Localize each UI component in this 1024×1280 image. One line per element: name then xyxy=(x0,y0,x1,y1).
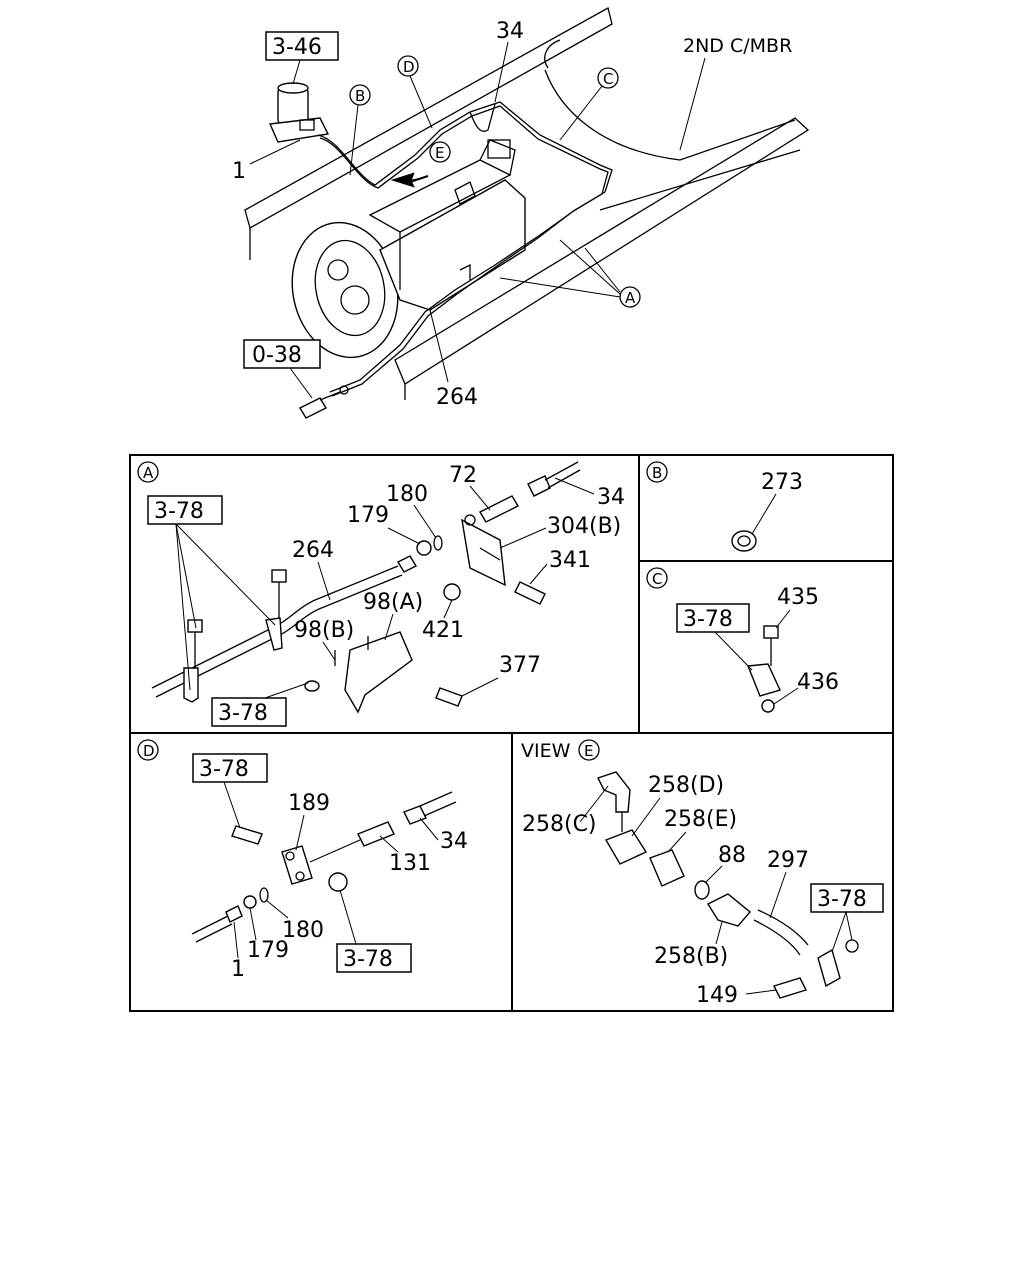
callout-e: E xyxy=(429,141,451,163)
panel-c-ref-box xyxy=(676,603,750,633)
panel-c-part-435: 435 xyxy=(777,585,819,610)
ref-box-3-46 xyxy=(265,31,339,61)
panel-e-part-258b: 258(B) xyxy=(654,944,728,969)
panel-d-ref-box-1 xyxy=(192,753,268,783)
panel-b-part-273: 273 xyxy=(761,470,803,495)
callout-d: D xyxy=(397,55,433,129)
panel-d-ref-1: 3-78 xyxy=(199,757,249,782)
panel-d-part-189: 189 xyxy=(288,791,330,816)
overview-illustration: 2ND C/MBR 3-46 xyxy=(232,7,810,419)
svg-text:C: C xyxy=(603,70,613,88)
panel-a-ref-1: 3-78 xyxy=(154,499,204,524)
panel-e-ref-box xyxy=(810,883,884,913)
panel-d-part-180: 180 xyxy=(282,918,324,943)
panel-d-part-131: 131 xyxy=(389,851,431,876)
ref-0-38-label: 0-38 xyxy=(252,343,302,368)
cross-member-label: 2ND C/MBR xyxy=(683,35,792,57)
panel-a-part-304b: 304(B) xyxy=(547,514,621,539)
cross-member-leader xyxy=(679,57,706,151)
svg-text:B: B xyxy=(355,87,365,105)
overview-part-1: 1 xyxy=(232,159,246,184)
panel-d-ref-2: 3-78 xyxy=(343,947,393,972)
overview-part-264: 264 xyxy=(436,385,478,410)
panel-a-part-98b: 98(B) xyxy=(294,618,354,643)
callout-b: B xyxy=(349,84,371,176)
overview-part-34: 34 xyxy=(496,19,524,44)
panel-c-part-436: 436 xyxy=(797,670,839,695)
clip-bolt-2 xyxy=(271,569,287,618)
panel-e: VIEW E 3-78 258(D) 258(C) 258(E) 88 297 xyxy=(521,739,884,1008)
panel-a-part-421: 421 xyxy=(422,618,464,643)
panel-a-part-180: 180 xyxy=(386,482,428,507)
panel-a-part-341: 341 xyxy=(549,548,591,573)
panel-e-view-label: VIEW xyxy=(521,740,571,762)
panel-d: D 3-78 3-78 189 34 131 180 179 xyxy=(137,739,468,982)
panel-a-marker: A xyxy=(143,464,154,482)
panel-e-part-297: 297 xyxy=(767,848,809,873)
panel-b: B 273 xyxy=(646,461,803,552)
front-direction-arrow xyxy=(390,172,429,188)
panel-a-part-179: 179 xyxy=(347,503,389,528)
panel-a-part-72: 72 xyxy=(449,463,477,488)
panel-a: A xyxy=(137,461,625,727)
clamp xyxy=(747,625,781,713)
panel-a-ref-2: 3-78 xyxy=(218,701,268,726)
panel-e-part-258e: 258(E) xyxy=(664,807,737,832)
detail-panel-frames xyxy=(129,454,894,1012)
panel-d-marker: D xyxy=(143,742,155,760)
air-pipe-lines xyxy=(317,101,613,397)
callout-c: C xyxy=(559,67,619,141)
panel-c-marker: C xyxy=(652,570,662,588)
switch-connector xyxy=(299,385,349,419)
grommet xyxy=(731,530,757,552)
panel-a-part-264: 264 xyxy=(292,538,334,563)
panel-d-ref-box-2 xyxy=(336,943,412,973)
transmission-housing xyxy=(291,139,526,359)
ref-box-0-38 xyxy=(243,339,321,369)
clip-bolt-1 xyxy=(187,619,203,668)
panel-e-part-88: 88 xyxy=(718,843,746,868)
callout-a: A xyxy=(499,239,641,308)
air-dryer xyxy=(268,82,330,143)
panel-e-ref-1: 3-78 xyxy=(817,887,867,912)
panel-a-part-34: 34 xyxy=(597,485,625,510)
panel-c-ref-1: 3-78 xyxy=(683,607,733,632)
panel-b-marker: B xyxy=(652,464,662,482)
panel-e-marker: E xyxy=(584,742,593,760)
panel-c: C 3-78 435 436 xyxy=(646,567,839,713)
panel-a-ref-box-1 xyxy=(147,495,223,525)
panel-e-part-258d: 258(D) xyxy=(648,773,724,798)
panel-e-part-149: 149 xyxy=(696,983,738,1008)
svg-text:A: A xyxy=(625,289,636,307)
svg-text:E: E xyxy=(435,144,444,162)
panel-d-part-1: 1 xyxy=(231,957,245,982)
panel-a-part-377: 377 xyxy=(499,653,541,678)
svg-text:D: D xyxy=(403,58,415,76)
panel-d-part-179: 179 xyxy=(247,938,289,963)
panel-a-part-98a: 98(A) xyxy=(363,590,423,615)
frame-rails xyxy=(244,7,810,400)
panel-d-part-34: 34 xyxy=(440,829,468,854)
panel-a-ref-box-2 xyxy=(211,697,287,727)
ref-3-46-label: 3-46 xyxy=(272,35,322,60)
